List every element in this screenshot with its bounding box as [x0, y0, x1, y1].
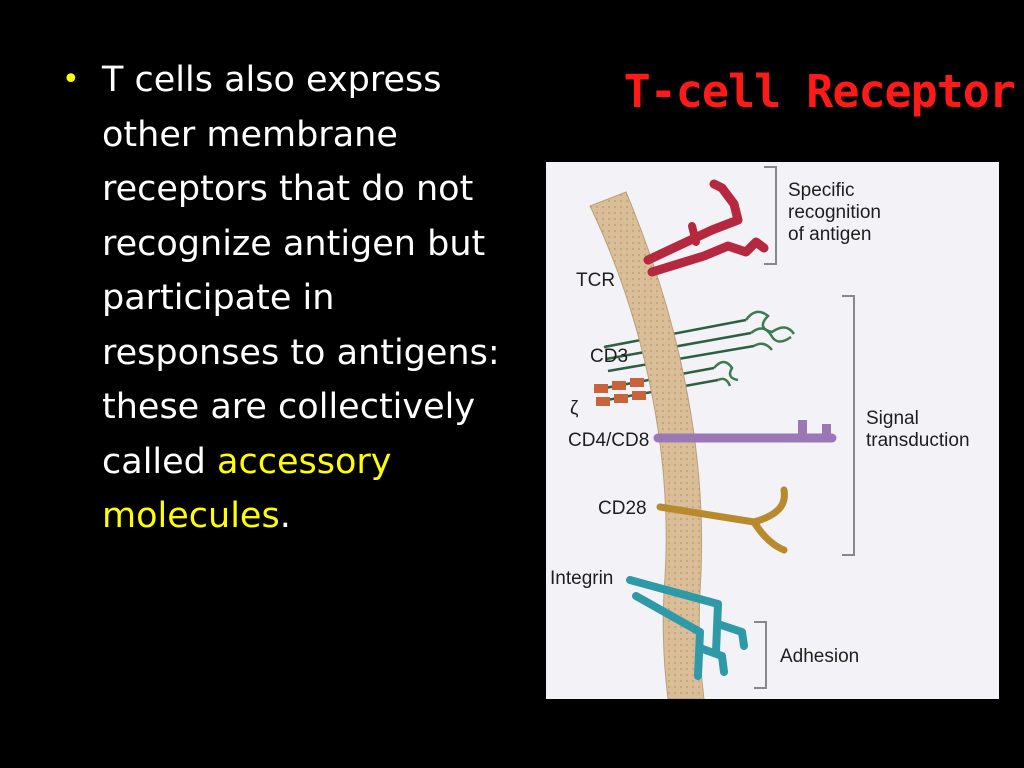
bracket-specific: [764, 166, 777, 265]
bullet-text-main: T cells also express other membrane rece…: [102, 60, 500, 482]
group-specific-line1: Specific: [788, 180, 855, 201]
label-cd3: CD3: [590, 346, 628, 367]
zeta-domain: [596, 397, 610, 406]
zeta-domain: [594, 384, 608, 393]
receptor-diagram: TCR CD3 ζ CD4/CD8 CD28 Integrin Specific…: [546, 162, 999, 699]
label-zeta: ζ: [570, 398, 579, 419]
cell-membrane: [589, 191, 705, 699]
bracket-adhesion: [754, 621, 767, 689]
group-specific-line3: of antigen: [788, 224, 871, 245]
slide-title: T-cell Receptor: [623, 65, 1016, 118]
label-tcr: TCR: [576, 270, 615, 291]
label-integrin: Integrin: [550, 568, 613, 589]
integrin-molecule: [626, 576, 748, 680]
label-cd4-cd8: CD4/CD8: [568, 430, 649, 451]
tcr-molecule: [643, 179, 769, 277]
bullet-text-end: .: [279, 496, 291, 536]
group-signal-line2: transduction: [866, 430, 970, 451]
group-adhesion: Adhesion: [780, 646, 859, 667]
bullet-item: T cells also express other membrane rece…: [102, 53, 502, 544]
cd4-cd8-molecule: [653, 420, 837, 443]
cd28-molecule: [656, 486, 788, 554]
zeta-domain: [614, 394, 628, 403]
zeta-domain: [612, 381, 626, 390]
label-cd28: CD28: [598, 498, 647, 519]
zeta-domain: [632, 391, 646, 400]
receptor-diagram-svg: TCR CD3 ζ CD4/CD8 CD28 Integrin Specific…: [550, 166, 970, 699]
zeta-domain: [630, 378, 644, 387]
group-specific-line2: recognition: [788, 202, 881, 223]
bracket-signal: [842, 295, 855, 556]
bullet-highlight: accessory molecules: [102, 441, 392, 537]
group-signal-line1: Signal: [866, 408, 919, 429]
bullet-marker: •: [62, 62, 80, 97]
